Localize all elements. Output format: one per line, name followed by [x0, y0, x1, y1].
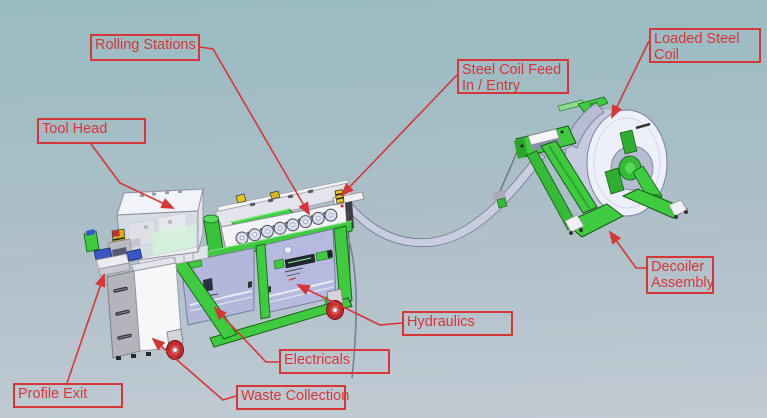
- decoiler-stand: [492, 125, 689, 238]
- decoiler-illustration: [542, 96, 668, 217]
- leader-waste-collection: [151, 337, 237, 401]
- leader-tool-head: [90, 143, 175, 209]
- waste-collection-cabinet: [106, 256, 183, 360]
- profile-exit-chute: [83, 229, 131, 277]
- label-tool-head: Tool Head: [37, 118, 146, 144]
- tool-head-illustration: [93, 188, 209, 272]
- label-profile-exit: Profile Exit: [13, 383, 123, 408]
- caster-left: [166, 328, 184, 360]
- label-decoiler-assembly: Decoiler Assembly: [646, 256, 714, 294]
- deck-fixtures: [235, 189, 314, 207]
- leader-hydraulics: [296, 284, 403, 326]
- label-loaded-steel-coil: Loaded Steel Coil: [649, 28, 761, 63]
- steel-strip: [340, 151, 546, 248]
- leader-decoiler-assembly: [608, 230, 646, 269]
- leader-steel-coil-feed: [340, 74, 458, 197]
- caster-right: [326, 288, 344, 320]
- label-rolling-stations: Rolling Stations: [90, 34, 200, 61]
- label-electricals: Electricals: [279, 349, 390, 374]
- label-waste-collection: Waste Collection: [236, 385, 349, 410]
- leader-rolling-stations: [199, 46, 311, 216]
- roll-former-machine: [83, 179, 365, 379]
- label-hydraulics: Hydraulics: [402, 311, 513, 336]
- annotation-leaders: [66, 40, 650, 401]
- leader-profile-exit: [66, 273, 106, 384]
- leader-electricals: [213, 306, 279, 363]
- leader-loaded-steel-coil: [611, 40, 650, 119]
- label-steel-coil-feed: Steel Coil Feed In / Entry: [457, 59, 569, 94]
